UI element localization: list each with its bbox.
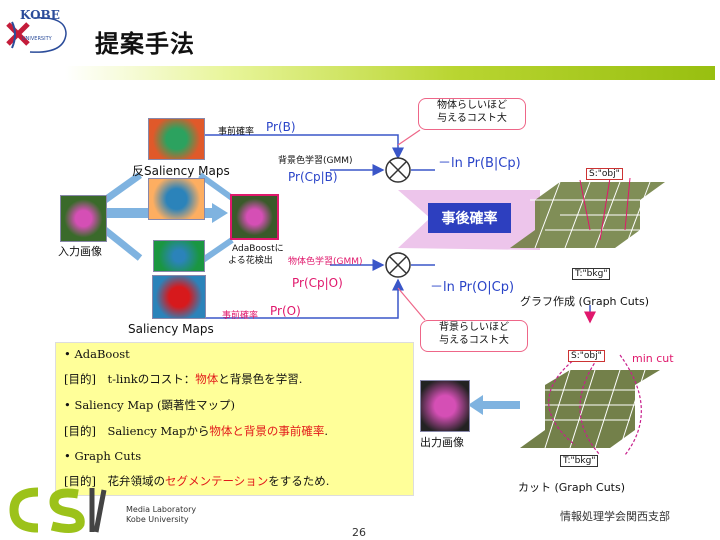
prior-o-note: 事前確率 bbox=[222, 311, 259, 321]
prior-b-label: Pr(B) bbox=[266, 120, 296, 134]
lab-name-line2: Kobe University bbox=[126, 515, 189, 524]
panel-purpose-graphcuts: [目的] 花弁領域のセグメンテーションをするため. bbox=[64, 474, 330, 488]
inverse-saliency-map bbox=[148, 178, 205, 220]
pr-cp-o-label: Pr(Cp|O) bbox=[292, 276, 343, 290]
neglog-b-label: －ln Pr(B|Cp) bbox=[438, 156, 521, 171]
input-image bbox=[60, 195, 107, 242]
prior-b-map bbox=[148, 118, 205, 160]
university-logo bbox=[4, 4, 70, 66]
input-image-label: 入力画像 bbox=[58, 245, 102, 258]
callout-background-line2: 与えるコスト大 bbox=[439, 335, 509, 346]
flower-detection-image bbox=[230, 194, 279, 240]
graph-grid-bottom bbox=[520, 354, 660, 456]
pr-cp-b-label: Pr(Cp|B) bbox=[288, 170, 338, 184]
lab-name-line1: Media Laboratory bbox=[126, 505, 197, 514]
saliency-label: Saliency Maps bbox=[128, 322, 214, 336]
panel-heading-saliency: • Saliency Map (顕著性マップ) bbox=[64, 398, 235, 412]
callout-object-cost: 物体らしいほど 与えるコスト大 bbox=[418, 98, 526, 130]
prior-o-label: Pr(O) bbox=[270, 304, 301, 318]
panel-purpose-saliency: [目的] Saliency Mapから物体と背景の事前確率. bbox=[64, 424, 329, 438]
source-node-bottom: S:"obj" bbox=[568, 350, 605, 362]
page-title: 提案手法 bbox=[95, 30, 195, 58]
obj-learn-note: 物体色学習(GMM) bbox=[288, 257, 363, 267]
page-number: 26 bbox=[352, 526, 366, 539]
prior-o-map bbox=[153, 240, 205, 272]
bg-learn-note: 背景色学習(GMM) bbox=[278, 156, 353, 166]
min-cut-label: min cut bbox=[632, 352, 674, 365]
adaboost-note-2: よる花検出 bbox=[228, 256, 273, 266]
adaboost-note-1: AdaBoostに bbox=[232, 244, 284, 254]
logo-subtext: UNIVERSITY bbox=[22, 36, 52, 42]
logo-emblem-icon bbox=[6, 17, 67, 53]
title-rule bbox=[65, 66, 715, 80]
panel-heading-adaboost: • AdaBoost bbox=[64, 347, 130, 361]
explanation-panel: • AdaBoost [目的] t-linkのコスト：物体と背景色を学習. • … bbox=[55, 342, 414, 496]
graph-build-label: グラフ作成 (Graph Cuts) bbox=[520, 295, 650, 308]
prior-b-arrow bbox=[205, 134, 404, 160]
society-name: 情報処理学会関西支部 bbox=[560, 510, 670, 523]
neglog-o-label: －ln Pr(O|Cp) bbox=[430, 280, 515, 295]
cut-label: カット (Graph Cuts) bbox=[518, 481, 626, 494]
prior-o-arrow bbox=[205, 278, 404, 319]
callout-object-line2: 与えるコスト大 bbox=[437, 113, 507, 124]
logo-text: KOBE bbox=[20, 8, 60, 22]
sink-node-top: T:"bkg" bbox=[572, 268, 611, 280]
lab-logo-icon bbox=[9, 487, 107, 534]
output-image bbox=[420, 380, 470, 432]
panel-purpose-adaboost: [目的] t-linkのコスト：物体と背景色を学習. bbox=[64, 372, 303, 386]
callout-background-line1: 背景らしいほど bbox=[439, 322, 509, 333]
output-image-label: 出力画像 bbox=[420, 436, 464, 449]
prior-b-note: 事前確率 bbox=[218, 127, 255, 137]
callout-object-line1: 物体らしいほど bbox=[437, 100, 507, 111]
panel-heading-graphcuts: • Graph Cuts bbox=[64, 449, 142, 463]
posterior-box: 事後確率 bbox=[428, 203, 511, 233]
sink-node-bottom: T:"bkg" bbox=[560, 455, 599, 467]
callout-background-cost: 背景らしいほど 与えるコスト大 bbox=[420, 320, 528, 352]
source-node-top: S:"obj" bbox=[586, 168, 623, 180]
saliency-map bbox=[152, 275, 206, 319]
inverse-saliency-label: 反Saliency Maps bbox=[132, 164, 230, 178]
graph-grid-top bbox=[510, 177, 665, 249]
